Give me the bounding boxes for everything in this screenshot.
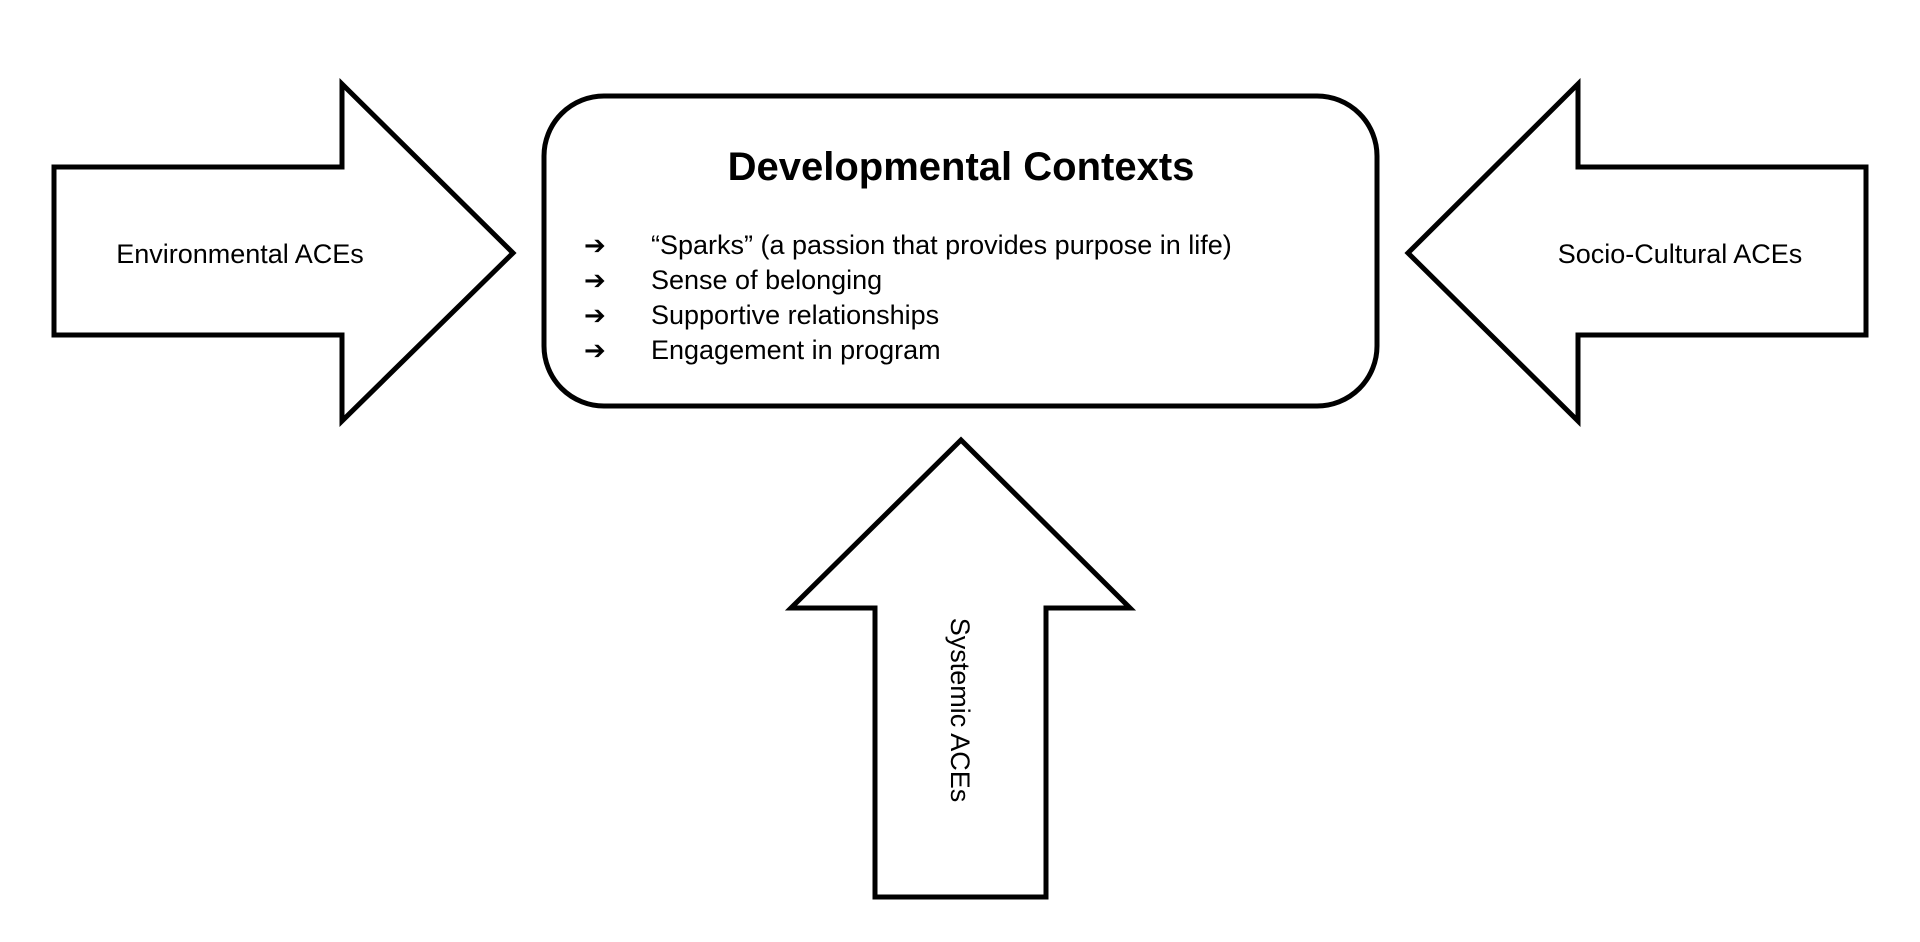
socio-cultural-aces-arrow-shape: [1404, 77, 1869, 427]
list-item-text: Sense of belonging: [651, 265, 882, 295]
list-item: ➔ Engagement in program: [584, 335, 941, 366]
arrow-right-icon: ➔: [584, 301, 606, 331]
systemic-aces-arrow-shape: [784, 436, 1137, 900]
list-item: ➔ Sense of belonging: [584, 265, 882, 296]
systemic-aces-label: Systemic ACEs: [945, 618, 975, 803]
developmental-contexts-title: Developmental Contexts: [728, 145, 1195, 189]
socio-cultural-aces-arrow: Socio-Cultural ACEs: [1404, 77, 1869, 427]
arrow-right-icon: ➔: [584, 231, 606, 261]
environmental-aces-arrow-shape: [51, 78, 517, 427]
arrow-right-icon: ➔: [584, 336, 606, 366]
socio-cultural-aces-label: Socio-Cultural ACEs: [1558, 239, 1803, 269]
arrow-right-icon: ➔: [584, 266, 606, 296]
developmental-contexts-list: ➔ “Sparks” (a passion that provides purp…: [584, 230, 1232, 366]
developmental-contexts-box-frame: [541, 93, 1380, 409]
list-item: ➔ Supportive relationships: [584, 300, 939, 331]
list-item-text: Engagement in program: [651, 335, 941, 365]
systemic-aces-arrow: Systemic ACEs: [784, 436, 1137, 900]
environmental-aces-arrow: Environmental ACEs: [51, 78, 517, 427]
list-item-text: Supportive relationships: [651, 300, 939, 330]
developmental-contexts-box: Developmental Contexts ➔ “Sparks” (a pas…: [541, 93, 1380, 409]
list-item-text: “Sparks” (a passion that provides purpos…: [651, 230, 1232, 260]
environmental-aces-label: Environmental ACEs: [116, 239, 364, 269]
list-item: ➔ “Sparks” (a passion that provides purp…: [584, 230, 1232, 261]
